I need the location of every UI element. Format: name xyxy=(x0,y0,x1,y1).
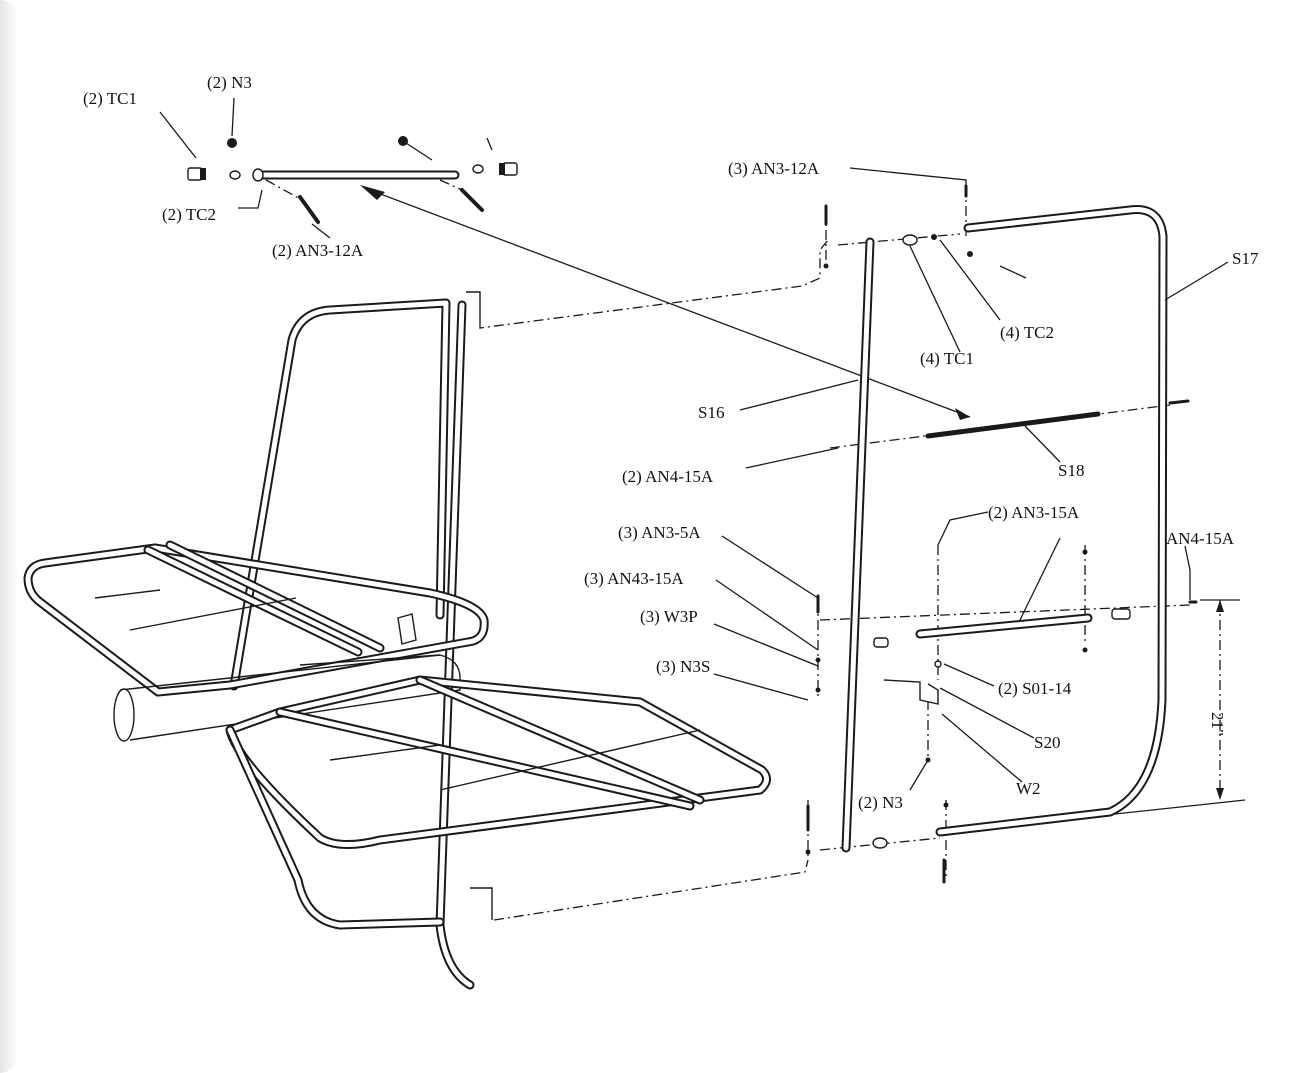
top-pointer-arrowhead xyxy=(360,185,385,200)
s17-tube xyxy=(935,205,1168,837)
top-to-s18-leader xyxy=(369,189,971,418)
tail-assembly xyxy=(713,167,1246,884)
label-an3-12a-right: (3) AN3-12A xyxy=(728,159,820,178)
top-cross-tube xyxy=(252,168,460,182)
main-frame-assembly xyxy=(23,291,771,990)
tc1-caps-top xyxy=(187,162,518,181)
middle-tube xyxy=(873,608,1131,648)
label-tc2-right: (4) TC2 xyxy=(1000,323,1054,342)
label-dim-21-inch: 21" xyxy=(1208,712,1227,736)
label-tc1-top: (2) TC1 xyxy=(83,89,137,108)
label-an4-15a-right: AN4-15A xyxy=(1166,529,1235,548)
top-detail-assembly xyxy=(159,97,971,420)
label-w2: W2 xyxy=(1016,779,1041,798)
s18-bar xyxy=(925,411,1101,439)
label-s20: S20 xyxy=(1034,733,1060,752)
label-tc1-right: (4) TC1 xyxy=(920,349,974,368)
label-an4-15a-left: (2) AN4-15A xyxy=(622,467,714,486)
label-an3-5a: (3) AN3-5A xyxy=(618,523,701,542)
label-s01-14: (2) S01-14 xyxy=(998,679,1072,698)
s18-pointer-arrowhead xyxy=(955,408,970,420)
label-w3p: (3) W3P xyxy=(640,607,698,626)
n3-nuts-top xyxy=(227,136,493,161)
tc-parts-right xyxy=(872,234,973,849)
small-hardware-right xyxy=(805,263,1088,855)
label-s18: S18 xyxy=(1058,461,1084,480)
label-n3s: (3) N3S xyxy=(656,657,710,676)
label-n3-top: (2) N3 xyxy=(207,73,252,92)
part-labels: (2) TC1 (2) N3 (2) TC2 (2) AN3-12A (3) A… xyxy=(83,73,1259,812)
label-s16: S16 xyxy=(698,403,724,422)
dimension-21-inch xyxy=(1114,599,1246,815)
s20-bracket xyxy=(883,679,939,705)
label-s17: S17 xyxy=(1232,249,1259,268)
label-an43-15a: (3) AN43-15A xyxy=(584,569,684,588)
label-an3-15a: (2) AN3-15A xyxy=(988,503,1080,522)
label-an3-12a-top: (2) AN3-12A xyxy=(272,241,364,260)
bolts-right xyxy=(806,184,1198,884)
an3-12a-bolts-top xyxy=(265,179,484,224)
leader-lines-right xyxy=(713,167,1229,791)
label-n3-bottom: (2) N3 xyxy=(858,793,903,812)
tc2-washers-top xyxy=(229,164,484,180)
s16-tube xyxy=(841,237,875,853)
label-tc2-top: (2) TC2 xyxy=(162,205,216,224)
